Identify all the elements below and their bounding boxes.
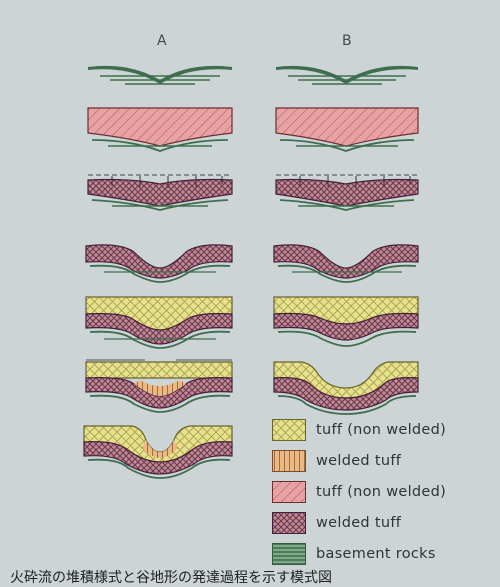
caption: 火砕流の堆積様式と谷地形の発達過程を示す模式図 <box>10 567 332 587</box>
stage-2-b <box>276 108 418 151</box>
legend-label: basement rocks <box>316 546 436 562</box>
legend: tuff (non welded) welded tuff tuff (non … <box>272 414 446 569</box>
stage-6-a <box>86 360 232 412</box>
stage-2-a <box>88 108 232 151</box>
legend-item: welded tuff <box>272 507 446 538</box>
stage-7-a <box>84 426 232 478</box>
stage-4-a <box>86 245 232 282</box>
legend-swatch-horizontal <box>272 543 306 565</box>
stage-6-b <box>274 362 418 414</box>
stage-3-a <box>88 175 232 210</box>
legend-swatch-diagonal <box>272 481 306 503</box>
legend-swatch-crosshatch <box>272 512 306 534</box>
stage-1-b <box>276 66 418 84</box>
legend-label: tuff (non welded) <box>316 484 446 500</box>
column-b-stages <box>274 66 418 414</box>
legend-item: tuff (non welded) <box>272 414 446 445</box>
stage-4-b <box>274 245 418 282</box>
legend-label: tuff (non welded) <box>316 422 446 438</box>
legend-swatch-cross <box>272 419 306 441</box>
legend-swatch-vertical <box>272 450 306 472</box>
legend-label: welded tuff <box>316 515 401 531</box>
legend-item: tuff (non welded) <box>272 476 446 507</box>
stage-1-a <box>88 66 232 84</box>
column-a-stages <box>84 66 232 478</box>
legend-item: welded tuff <box>272 445 446 476</box>
stage-3-b <box>276 175 418 210</box>
legend-item: basement rocks <box>272 538 446 569</box>
legend-label: welded tuff <box>316 453 401 469</box>
stage-5-a <box>86 297 232 348</box>
stage-5-b <box>274 297 418 346</box>
